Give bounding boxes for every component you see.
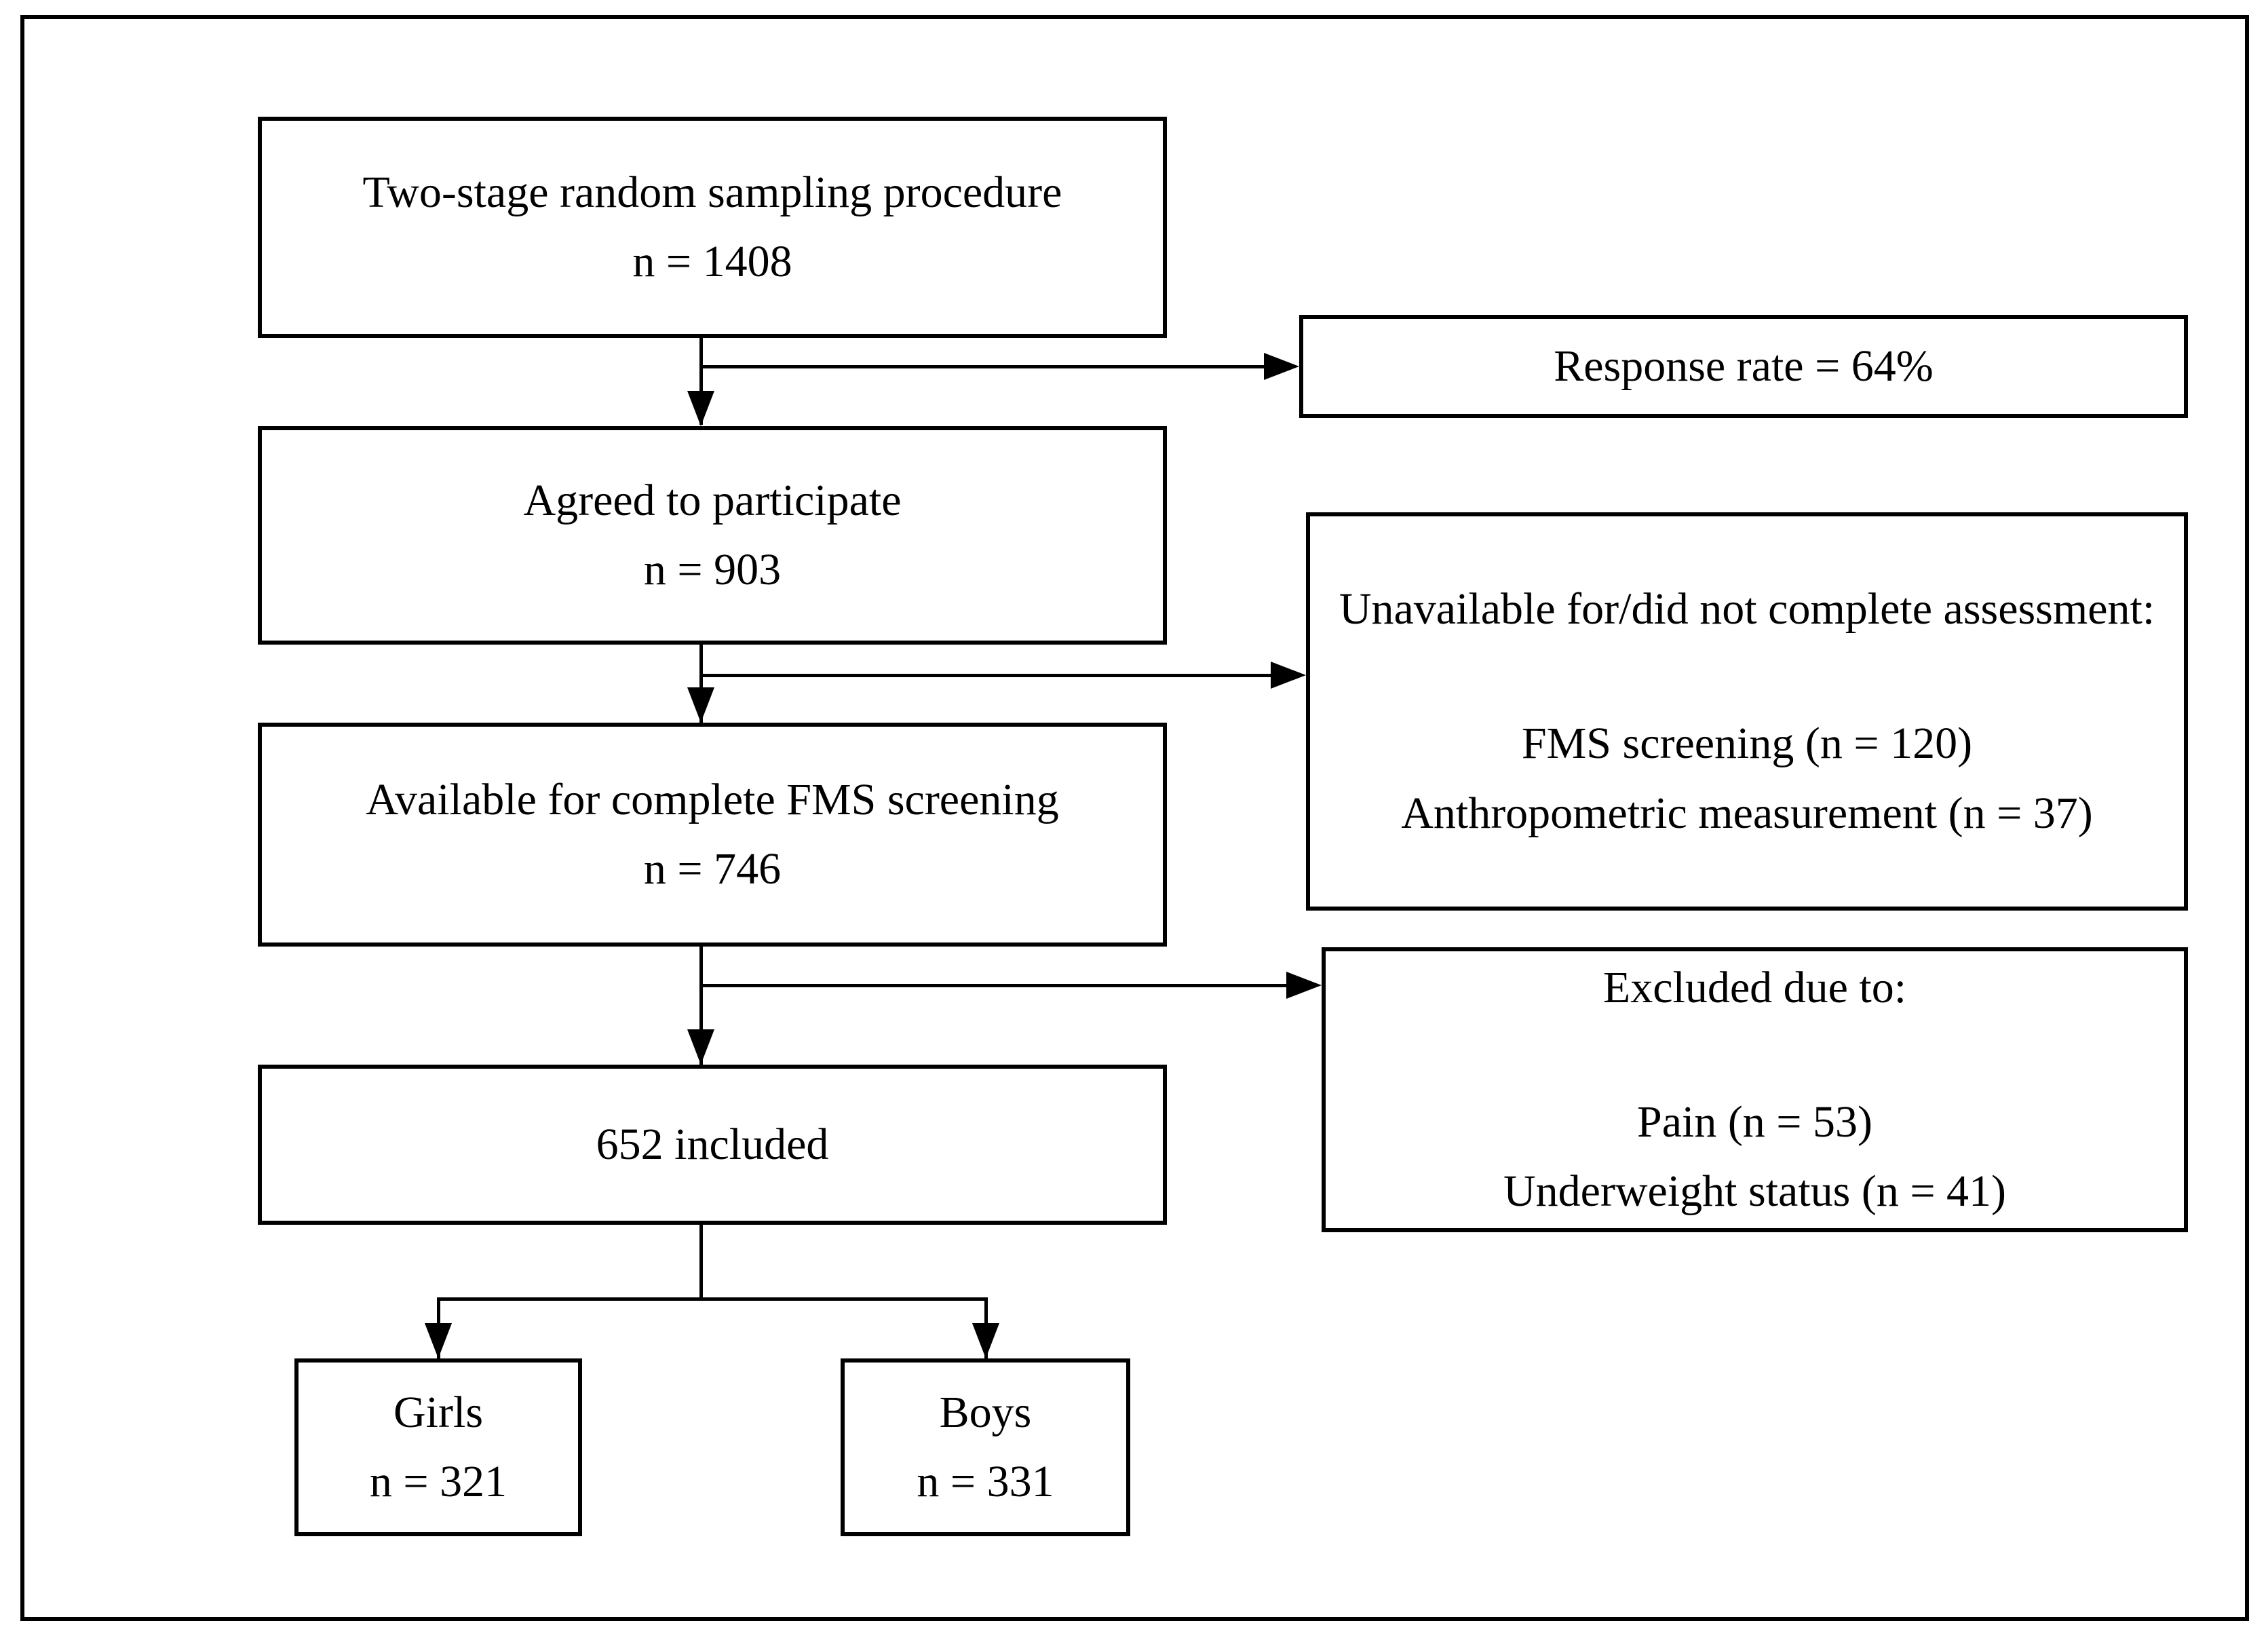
box-response-rate-label: Response rate = 64% bbox=[1554, 341, 1934, 391]
box-excluded: Excluded due to: Pain (n = 53) Underweig… bbox=[1322, 947, 2188, 1232]
arrowhead-into-response-rate bbox=[1264, 353, 1299, 380]
box-unavailable-item: Anthropometric measurement (n = 37) bbox=[1401, 788, 2093, 838]
box-unavailable-header: Unavailable for/did not complete assessm… bbox=[1339, 584, 2155, 634]
box-unavailable-item: FMS screening (n = 120) bbox=[1521, 719, 1973, 769]
connector-sampling-to-agreed bbox=[699, 338, 703, 425]
box-agreed-label: Agreed to participate bbox=[523, 475, 902, 525]
arrowhead-into-included bbox=[687, 1029, 714, 1065]
box-available-count: n = 746 bbox=[643, 844, 782, 894]
box-available: Available for complete FMS screening n =… bbox=[258, 723, 1167, 947]
connector-to-response-rate bbox=[699, 365, 1267, 368]
box-boys-label: Boys bbox=[939, 1387, 1032, 1437]
box-available-label: Available for complete FMS screening bbox=[366, 774, 1059, 824]
box-agreed: Agreed to participate n = 903 bbox=[258, 426, 1167, 645]
connector-split-bar bbox=[437, 1297, 988, 1301]
box-girls-label: Girls bbox=[393, 1387, 483, 1437]
box-excluded-item: Underweight status (n = 41) bbox=[1503, 1166, 2007, 1217]
box-agreed-count: n = 903 bbox=[643, 545, 782, 594]
arrowhead-into-excluded bbox=[1286, 972, 1322, 999]
connector-to-unavailable bbox=[699, 674, 1271, 677]
arrowhead-into-available bbox=[687, 687, 714, 723]
connector-included-to-split bbox=[699, 1225, 703, 1301]
box-girls: Girls n = 321 bbox=[294, 1358, 582, 1536]
connector-available-to-included bbox=[699, 947, 703, 1065]
arrowhead-into-unavailable bbox=[1271, 662, 1306, 689]
box-excluded-item: Pain (n = 53) bbox=[1636, 1097, 1872, 1147]
box-sampling: Two-stage random sampling procedure n = … bbox=[258, 117, 1167, 338]
box-excluded-header: Excluded due to: bbox=[1602, 962, 1907, 1012]
arrowhead-into-agreed bbox=[687, 391, 714, 426]
box-sampling-label: Two-stage random sampling procedure bbox=[362, 167, 1062, 217]
arrowhead-into-girls bbox=[425, 1323, 452, 1358]
box-boys: Boys n = 331 bbox=[841, 1358, 1130, 1536]
box-boys-count: n = 331 bbox=[917, 1457, 1054, 1506]
box-sampling-count: n = 1408 bbox=[632, 237, 792, 286]
box-response-rate: Response rate = 64% bbox=[1299, 315, 2188, 418]
connector-agreed-to-available bbox=[699, 645, 703, 723]
box-unavailable: Unavailable for/did not complete assessm… bbox=[1306, 512, 2188, 911]
connector-to-excluded bbox=[699, 984, 1286, 987]
arrowhead-into-boys bbox=[972, 1323, 999, 1358]
box-included: 652 included bbox=[258, 1065, 1167, 1225]
box-girls-count: n = 321 bbox=[369, 1457, 507, 1506]
box-included-label: 652 included bbox=[596, 1119, 829, 1169]
